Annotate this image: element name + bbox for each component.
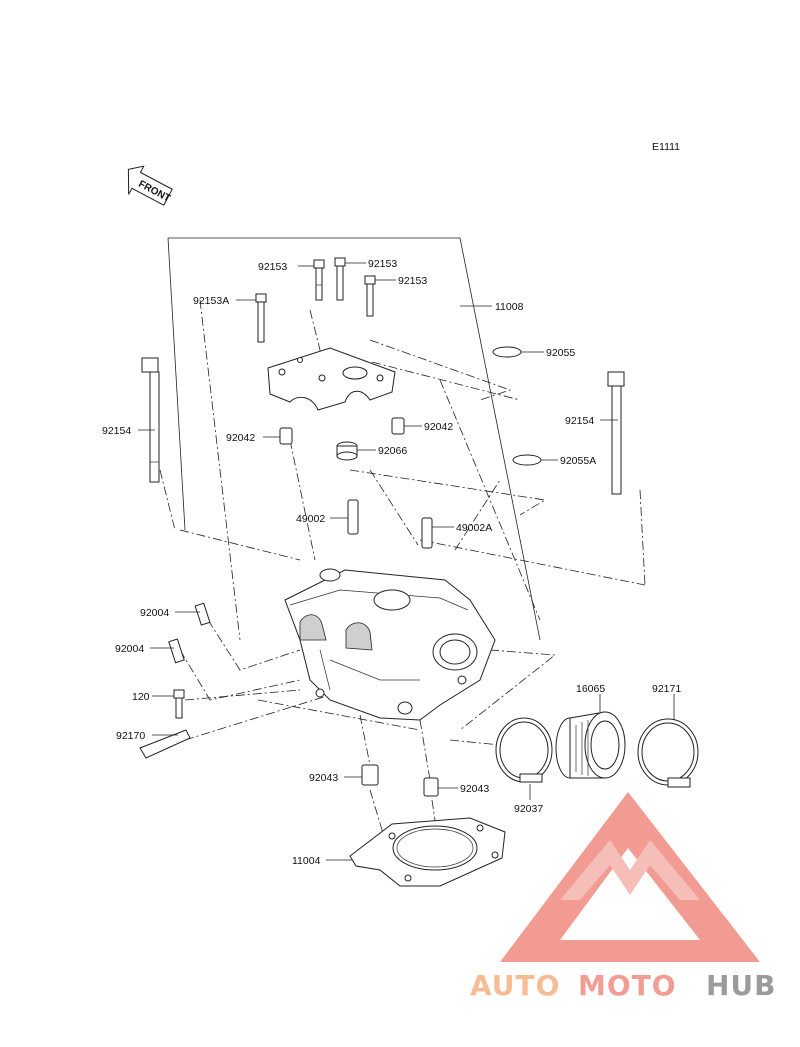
clamp-92037	[495, 717, 553, 783]
label-92066: 92066	[378, 445, 407, 457]
o-ring-92055A	[512, 454, 542, 466]
valve-guide-49002A	[421, 517, 433, 549]
cylinder-head	[284, 568, 496, 721]
bolt-92153-a	[313, 259, 325, 301]
label-92153-b: 92153	[368, 258, 397, 270]
label-92043-right: 92043	[460, 783, 489, 795]
label-92043-left: 92043	[309, 772, 338, 784]
label-120: 120	[132, 691, 150, 703]
bolt-92153-b	[334, 257, 346, 301]
head-gasket-11004	[349, 817, 506, 887]
label-92004-a: 92004	[140, 607, 169, 619]
label-11004: 11004	[292, 855, 321, 867]
bolt-92154-left	[141, 357, 160, 483]
label-92004-b: 92004	[115, 643, 144, 655]
front-arrow-icon: FRONT	[127, 165, 173, 206]
callout-labels: 11008 92153 92153 92153 92153A 92055 920…	[102, 258, 681, 867]
label-92153-c: 92153	[398, 275, 427, 287]
dowel-92043-right	[423, 777, 439, 797]
o-ring-92055	[492, 346, 522, 358]
watermark-text-moto: MOTO	[578, 969, 677, 1002]
label-92171: 92171	[652, 683, 681, 695]
label-92153-a: 92153	[258, 261, 287, 273]
label-49002A: 49002A	[456, 522, 492, 534]
stud-92004-a	[194, 602, 211, 626]
label-16065: 16065	[576, 683, 605, 695]
label-92042-right: 92042	[424, 421, 453, 433]
dowel-92042-right	[391, 417, 405, 435]
clamp-92171	[637, 718, 699, 788]
label-92154-left: 92154	[102, 425, 131, 437]
label-92055A: 92055A	[560, 455, 596, 467]
watermark-logo: AUTO MOTO HUB	[470, 792, 777, 1002]
diagram-code: E1111	[652, 141, 680, 153]
watermark-text-auto: AUTO	[470, 969, 560, 1002]
watermark-triangle-shape	[500, 792, 760, 962]
label-92037: 92037	[514, 803, 543, 815]
label-49002: 49002	[296, 513, 325, 525]
dowel-92043-left	[361, 764, 379, 786]
intake-duct-16065	[555, 711, 626, 779]
assembly-leader-lines	[159, 299, 646, 841]
label-92154-right: 92154	[565, 415, 594, 427]
bolt-92154-right	[607, 371, 625, 495]
label-92170: 92170	[116, 730, 145, 742]
label-92042-left: 92042	[226, 432, 255, 444]
callout-leaders	[138, 262, 675, 861]
bolt-120	[173, 689, 185, 719]
watermark-text-hub: HUB	[706, 969, 777, 1002]
label-11008: 11008	[495, 301, 524, 313]
stud-92004-b	[168, 638, 185, 664]
dowel-92042-left	[279, 427, 293, 445]
cylinder-head-assembly-frame	[167, 237, 541, 641]
camshaft-holder	[267, 347, 396, 411]
bolt-92153A	[255, 293, 267, 343]
bolt-92153-c	[364, 275, 376, 317]
plug-92066	[336, 441, 358, 461]
bracket-92170	[139, 729, 191, 759]
watermark-m-shape	[560, 840, 700, 900]
valve-guide-49002	[347, 499, 359, 535]
label-92055: 92055	[546, 347, 575, 359]
label-92153A: 92153A	[193, 295, 229, 307]
